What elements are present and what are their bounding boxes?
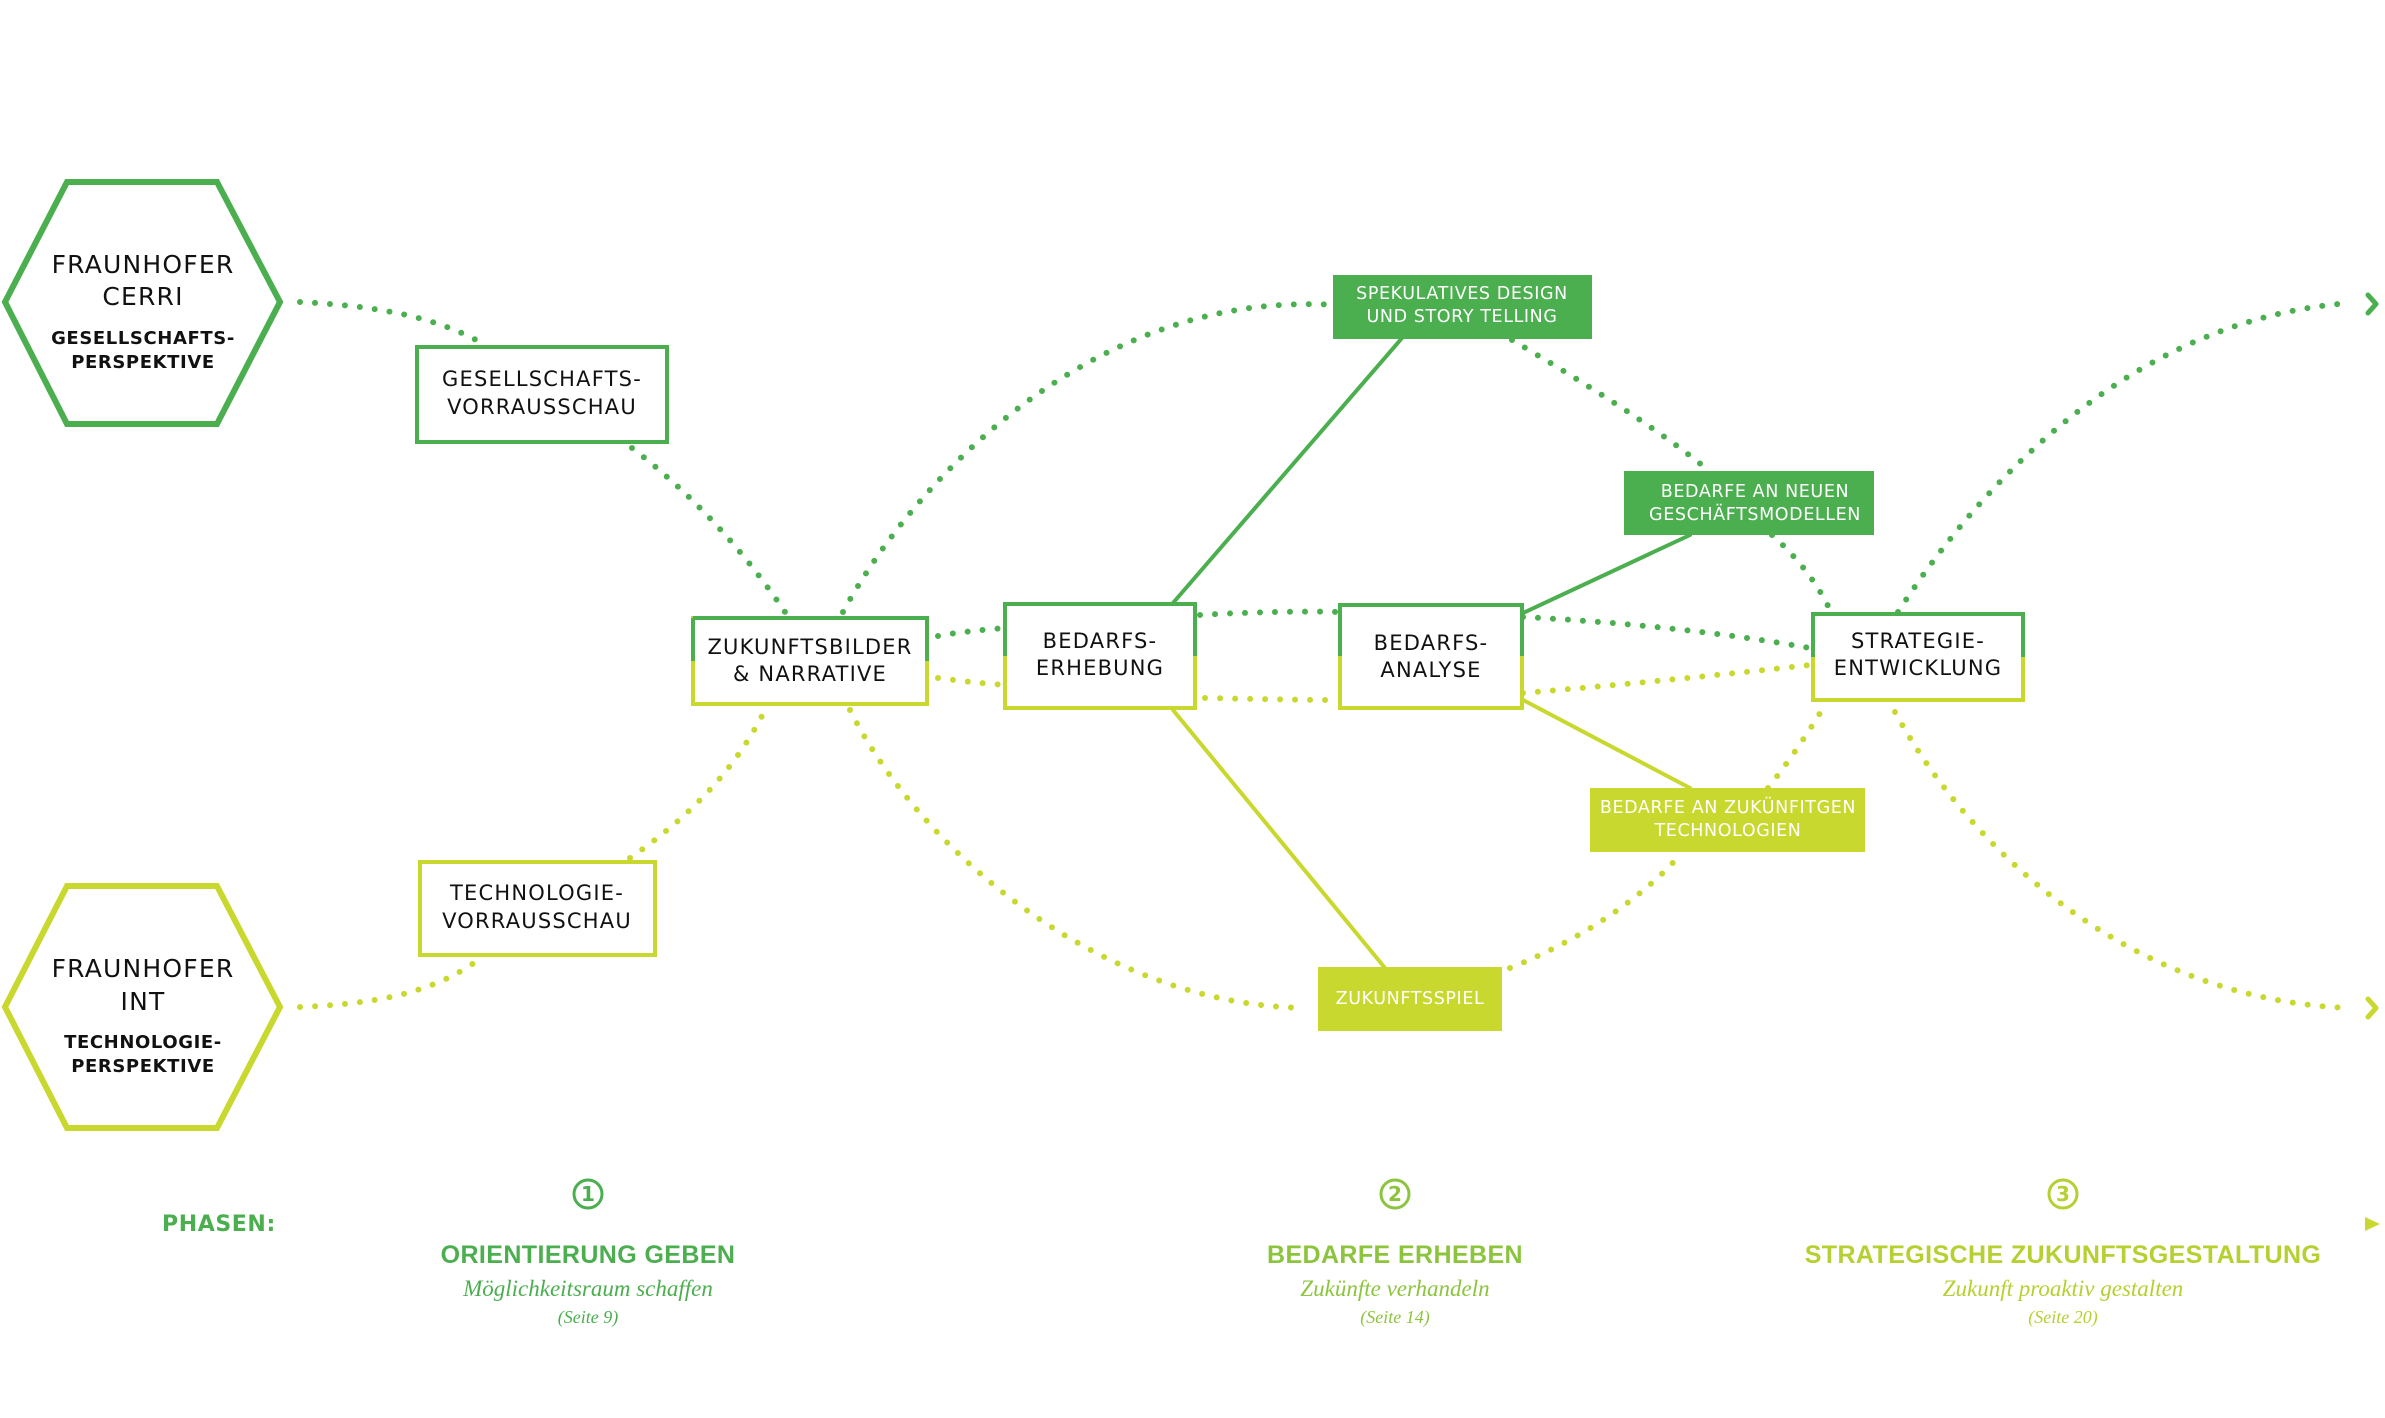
hexagon-int-title-2: INT [121, 987, 166, 1016]
filled-box-zukunftsspiel: ZUKUNFTSSPIEL [1318, 967, 1502, 1031]
phase-3-number-circle [2047, 1178, 2079, 1210]
box-gesellschaft-label-1: GESELLSCHAFTS- [442, 367, 642, 391]
phase-2: 2 BEDARFE ERHEBEN Zukünfte verhandeln (S… [1267, 1178, 1523, 1328]
phase-2-number-circle [1379, 1178, 1411, 1210]
hexagon-int-subtitle-1: TECHNOLOGIE- [64, 1032, 222, 1053]
dotted-path-strategie-to-top-right [1895, 300, 2353, 615]
hexagon-cerri-shape [1, 179, 284, 427]
box-bedarfsanalyse-label-1: BEDARFS- [1374, 631, 1489, 655]
filled-box-geschaeftsmodelle: BEDARFE AN NEUEN GESCHÄFTSMODELLEN [1624, 471, 1874, 535]
phase-1-subtitle: Möglichkeitsraum schaffen [462, 1276, 713, 1301]
hexagon-int-title-1: FRAUNHOFER [52, 954, 235, 983]
dotted-path-zukunftsbilder-to-spekulativ [840, 301, 1338, 615]
dotted-path-spekulativ-to-geschaeftsmodelle [1509, 337, 1711, 473]
filled-box-spekulatives-design: SPEKULATIVES DESIGN UND STORY TELLING [1333, 275, 1592, 339]
box-zukunftsbilder-label-1: ZUKUNFTSBILDER [707, 635, 912, 659]
dotted-path-geschaeftsmodelle-to-strategie [1769, 532, 1833, 613]
hexagon-cerri-subtitle-2: PERSPEKTIVE [71, 352, 215, 373]
hexagon-int-subtitle-2: PERSPEKTIVE [71, 1056, 215, 1077]
phase-1-number: 1 [581, 1182, 595, 1206]
hexagon-cerri-subtitle-1: GESELLSCHAFTS- [51, 328, 235, 349]
arrowhead-top-right-icon [2365, 292, 2379, 316]
filled-box-geschaeftsmodelle-label-2: GESCHÄFTSMODELLEN [1649, 504, 1861, 525]
dotted-path-technologie-to-zukunftsbilder [627, 707, 768, 861]
hexagon-cerri: FRAUNHOFER CERRI GESELLSCHAFTS- PERSPEKT… [1, 179, 284, 427]
dotted-path-cerri-to-gesellschaft [297, 299, 488, 348]
phase-2-subtitle: Zukünfte verhandeln [1300, 1276, 1489, 1301]
phase-1-page: (Seite 9) [558, 1307, 618, 1328]
hexagon-cerri-title-1: FRAUNHOFER [52, 250, 235, 279]
filled-box-geschaeftsmodelle-label-1: BEDARFE AN NEUEN [1661, 482, 1849, 502]
phase-2-number: 2 [1388, 1182, 1402, 1206]
dotted-path-zukunftsbilder-to-erhebung-bottom [935, 675, 1008, 688]
solid-line-analyse-to-geschaeftsmodelle [1521, 533, 1692, 615]
phase-3-subtitle: Zukunft proaktiv gestalten [1943, 1276, 2184, 1301]
filled-box-technologien-label-1: BEDARFE AN ZUKÜNFITGEN [1600, 796, 1856, 818]
box-bedarfserhebung-label-1: BEDARFS- [1043, 629, 1158, 653]
phase-1: 1 ORIENTIERUNG GEBEN Möglichkeitsraum sc… [441, 1178, 736, 1328]
connector-layer [297, 292, 2379, 1020]
box-gesellschaftsvorrausschau: GESELLSCHAFTS- VORRAUSSCHAU [415, 345, 669, 444]
dotted-path-analyse-to-strategie-bottom [1520, 662, 1813, 696]
phase-3-title: STRATEGISCHE ZUKUNFTSGESTALTUNG [1805, 1241, 2322, 1269]
dotted-path-gesellschaft-to-zukunftsbilder [629, 445, 788, 615]
arrowhead-bottom-right-icon [2365, 996, 2379, 1020]
phase-2-page: (Seite 14) [1360, 1307, 1429, 1328]
dotted-path-zukunftsbilder-to-zukunftsspiel [847, 707, 1308, 1011]
phase-3-page: (Seite 20) [2028, 1307, 2097, 1328]
dotted-path-technologien-to-strategie [1765, 702, 1828, 791]
dotted-path-analyse-to-strategie-top [1520, 614, 1813, 651]
box-strategie-label-1: STRATEGIE- [1851, 629, 1985, 653]
hexagon-int-shape [1, 883, 284, 1131]
box-bedarfsanalyse: BEDARFS- ANALYSE [1338, 603, 1524, 710]
dotted-path-zukunftsspiel-to-technologien [1507, 852, 1683, 971]
filled-box-technologien-label-2: TECHNOLOGIEN [1654, 821, 1802, 841]
box-technologie-label-2: VORRAUSSCHAU [442, 909, 632, 933]
dotted-path-zukunftsbilder-to-erhebung-top [935, 625, 1008, 639]
box-technologievorrausschau: TECHNOLOGIE- VORRAUSSCHAU [418, 860, 657, 957]
box-technologie-label-1: TECHNOLOGIE- [449, 881, 624, 905]
phase-3-number: 3 [2056, 1182, 2070, 1206]
phase-3: 3 STRATEGISCHE ZUKUNFTSGESTALTUNG Zukunf… [1805, 1178, 2322, 1328]
solid-line-erhebung-to-spekulativ [1171, 336, 1404, 605]
filled-box-spekulativ-label-2: UND STORY TELLING [1366, 307, 1557, 327]
dotted-path-erhebung-to-analyse-top [1197, 608, 1343, 618]
hexagon-cerri-title-2: CERRI [102, 282, 183, 311]
box-strategie-label-2: ENTWICKLUNG [1834, 656, 2002, 680]
hexagon-int: FRAUNHOFER INT TECHNOLOGIE- PERSPEKTIVE [1, 883, 284, 1131]
box-gesellschaft-label-2: VORRAUSSCHAU [447, 395, 637, 419]
solid-line-analyse-to-technologien [1521, 698, 1692, 790]
dotted-path-strategie-to-bottom-right [1892, 709, 2353, 1011]
phases-timeline: PHASEN: 1 ORIENTIERUNG GEBEN Möglichkeit… [162, 1178, 2380, 1328]
phases-axis-arrow-icon [2365, 1217, 2380, 1231]
dotted-path-int-to-technologie [297, 957, 481, 1010]
box-zukunftsbilder: ZUKUNFTSBILDER & NARRATIVE [691, 616, 929, 706]
phase-1-number-circle [572, 1178, 604, 1210]
box-bedarfserhebung-label-2: ERHEBUNG [1036, 656, 1164, 680]
solid-line-erhebung-to-zukunftsspiel [1171, 708, 1387, 970]
phase-1-title: ORIENTIERUNG GEBEN [441, 1241, 736, 1269]
dotted-path-erhebung-to-analyse-bottom [1202, 695, 1338, 703]
box-strategieentwicklung: STRATEGIE- ENTWICKLUNG [1811, 612, 2025, 702]
filled-box-spekulativ-label-1: SPEKULATIVES DESIGN [1356, 284, 1568, 304]
box-zukunftsbilder-label-2: & NARRATIVE [733, 662, 887, 686]
box-bedarfsanalyse-label-2: ANALYSE [1380, 658, 1481, 682]
box-bedarfserhebung: BEDARFS- ERHEBUNG [1003, 602, 1197, 710]
filled-box-zukunftsspiel-label: ZUKUNFTSSPIEL [1336, 989, 1485, 1009]
filled-box-technologien: BEDARFE AN ZUKÜNFITGEN TECHNOLOGIEN [1590, 788, 1865, 852]
phases-label: PHASEN: [162, 1212, 276, 1237]
phase-2-title: BEDARFE ERHEBEN [1267, 1241, 1523, 1269]
